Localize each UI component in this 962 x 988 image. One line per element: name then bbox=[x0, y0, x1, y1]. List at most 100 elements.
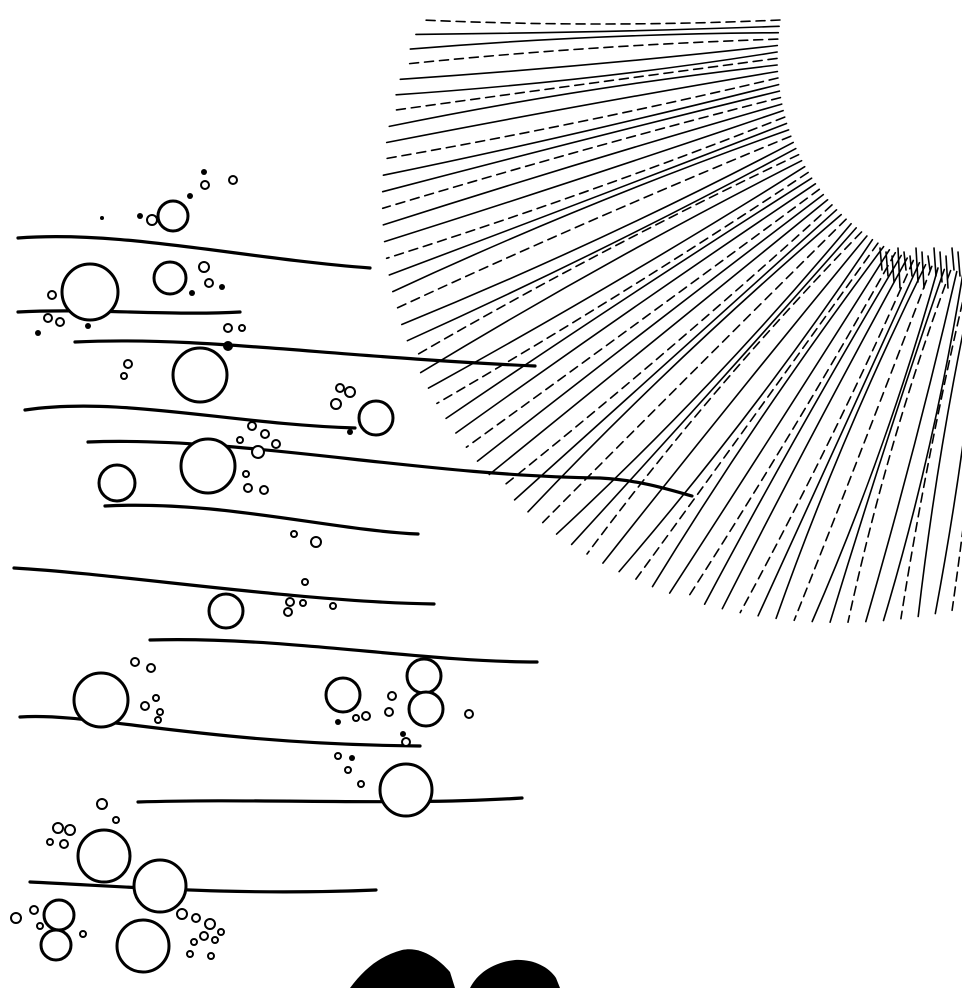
fan-line bbox=[957, 251, 961, 277]
fan-line bbox=[384, 77, 779, 160]
fan-line bbox=[891, 255, 895, 283]
bubble bbox=[357, 399, 395, 437]
fan-line bbox=[419, 159, 803, 374]
small-bubble bbox=[36, 922, 44, 930]
small-bubble bbox=[190, 938, 198, 946]
bubble bbox=[378, 762, 434, 818]
bubble bbox=[156, 199, 190, 233]
fan-line bbox=[618, 238, 874, 573]
fan-line bbox=[879, 247, 883, 271]
fan-line bbox=[421, 19, 781, 25]
fan-line bbox=[391, 57, 778, 112]
fan-line bbox=[381, 90, 781, 193]
fan-line bbox=[775, 263, 927, 620]
fan-line bbox=[933, 247, 937, 277]
fan-line bbox=[404, 38, 779, 65]
small-bubble bbox=[176, 908, 188, 920]
layer-line bbox=[86, 439, 694, 498]
fan-line bbox=[703, 254, 902, 605]
small-bubble bbox=[55, 317, 65, 327]
fan-line bbox=[401, 141, 794, 326]
fan-line bbox=[385, 70, 779, 144]
bubble bbox=[76, 828, 132, 884]
small-bubble bbox=[361, 711, 371, 721]
layer-line bbox=[103, 503, 420, 536]
small-bubble bbox=[401, 737, 411, 747]
particle-dot bbox=[35, 330, 41, 336]
small-bubble bbox=[357, 780, 365, 788]
fan-line bbox=[865, 270, 958, 623]
small-bubble bbox=[64, 824, 76, 836]
fan-line bbox=[927, 255, 931, 271]
bubble bbox=[72, 671, 130, 729]
fan-line bbox=[939, 251, 943, 283]
small-bubble bbox=[207, 952, 215, 960]
fan-line bbox=[885, 251, 889, 277]
layer-line bbox=[23, 404, 357, 430]
small-bubble bbox=[152, 694, 160, 702]
small-bubble bbox=[199, 931, 209, 941]
small-bubble bbox=[29, 905, 39, 915]
layer-line bbox=[136, 796, 524, 804]
fan-line bbox=[476, 193, 825, 462]
particle-dot bbox=[347, 429, 353, 435]
fan-line bbox=[427, 165, 806, 389]
large-bubbles bbox=[39, 199, 445, 974]
small-bubble bbox=[344, 766, 352, 774]
small-bubble bbox=[146, 663, 156, 673]
bubble bbox=[179, 437, 237, 495]
fan-line bbox=[951, 247, 955, 271]
small-bubble bbox=[204, 278, 214, 288]
small-bubbles bbox=[10, 169, 474, 960]
fan-line bbox=[829, 268, 946, 623]
fan-line bbox=[406, 147, 797, 342]
small-bubble bbox=[79, 930, 87, 938]
small-bubble bbox=[130, 657, 140, 667]
fan-line bbox=[915, 247, 919, 283]
small-bubble bbox=[310, 536, 322, 548]
fan-line bbox=[793, 265, 933, 622]
particle-dot bbox=[223, 341, 233, 351]
bubble bbox=[97, 463, 137, 503]
small-bubble bbox=[247, 421, 257, 431]
particle-dot bbox=[219, 284, 225, 290]
fan-line bbox=[897, 247, 901, 289]
fan-line bbox=[903, 251, 907, 271]
small-bubble bbox=[186, 950, 194, 958]
layer-line bbox=[28, 880, 378, 894]
small-bubble bbox=[47, 290, 57, 300]
small-bubble bbox=[387, 691, 397, 701]
fan-line bbox=[757, 261, 921, 617]
small-bubble bbox=[334, 752, 342, 760]
fan-line bbox=[445, 177, 813, 420]
layer-line bbox=[18, 714, 422, 748]
small-bubble bbox=[123, 359, 133, 369]
fan-line bbox=[686, 251, 897, 600]
small-bubble bbox=[198, 261, 210, 273]
fan-line bbox=[811, 267, 939, 623]
fan-line bbox=[586, 231, 863, 555]
fan-line bbox=[382, 83, 780, 176]
small-bubble bbox=[352, 714, 360, 722]
bubble bbox=[171, 346, 229, 404]
small-bubble bbox=[200, 180, 210, 190]
fan-line bbox=[412, 153, 800, 358]
fan-line bbox=[847, 269, 952, 623]
bubble bbox=[39, 928, 73, 962]
fan-line bbox=[934, 445, 962, 615]
fan-line bbox=[951, 530, 962, 612]
fan-line bbox=[388, 122, 788, 276]
small-bubble bbox=[285, 597, 295, 607]
small-bubble bbox=[191, 913, 201, 923]
fan-line bbox=[921, 251, 925, 289]
fan-line bbox=[513, 209, 838, 501]
small-bubble bbox=[260, 429, 270, 439]
fan-line bbox=[668, 249, 891, 594]
small-bubble bbox=[204, 918, 216, 930]
fan-line bbox=[541, 218, 847, 524]
fan-line bbox=[602, 235, 868, 564]
fan-line bbox=[527, 213, 842, 513]
small-bubble bbox=[10, 912, 22, 924]
bubble bbox=[42, 898, 76, 932]
fan-line bbox=[500, 204, 833, 489]
